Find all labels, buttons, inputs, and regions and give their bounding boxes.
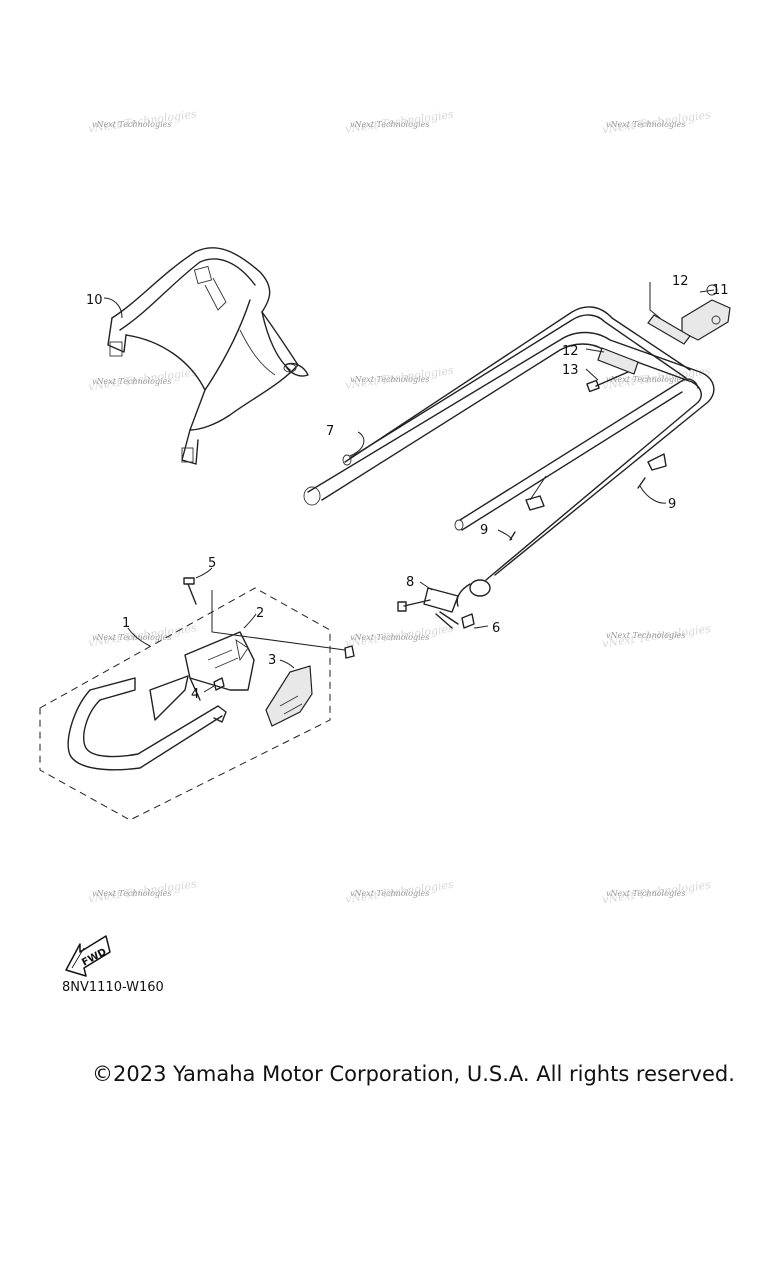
callout-5: 5	[208, 556, 216, 571]
callout-2: 2	[256, 606, 264, 621]
watermark: vNext Technologies vNext Technologies	[87, 621, 197, 649]
watermark: vNext Technologies vNext Technologies	[87, 877, 197, 905]
svg-text:vNext Technologies: vNext Technologies	[350, 633, 429, 642]
svg-text:vNext Technologies: vNext Technologies	[92, 633, 171, 642]
callout-6: 6	[492, 621, 500, 636]
svg-text:vNext Technologies: vNext Technologies	[92, 889, 171, 898]
svg-text:vNext Technologies: vNext Technologies	[92, 377, 171, 386]
watermark: vNext Technologies vNext Technologies	[601, 622, 711, 650]
part-10-bag	[107, 247, 309, 465]
svg-text:vNext Technologies: vNext Technologies	[606, 631, 685, 640]
svg-text:vNext Technologies: vNext Technologies	[350, 375, 429, 384]
svg-text:vNext Technologies: vNext Technologies	[606, 889, 685, 898]
callout-3: 3	[268, 653, 276, 668]
callout-13: 13	[562, 363, 579, 378]
diagram-code: 8NV1110-W160	[62, 980, 164, 995]
watermark: vNext Technologies vNext Technologies	[344, 108, 454, 136]
rail-assembly	[103, 282, 731, 629]
callout-4: 4	[191, 687, 199, 702]
callout-12-lower: 12	[562, 344, 579, 359]
callout-1: 1	[122, 616, 130, 631]
callout-7: 7	[326, 424, 334, 439]
callout-12-top: 12	[672, 274, 689, 289]
watermark: vNext Technologies vNext Technologies	[344, 364, 454, 392]
callouts: 1 2 3 4 5 6 7 8 9 9 10 11 12 12 13	[86, 274, 729, 702]
svg-text:vNext Technologies: vNext Technologies	[350, 120, 429, 129]
watermark: vNext Technologies vNext Technologies	[344, 878, 454, 906]
callout-9-middle: 9	[480, 523, 488, 538]
copyright-notice: ©2023 Yamaha Motor Corporation, U.S.A. A…	[92, 1062, 735, 1086]
watermarks: vNext Technologies vNext Technologies vN…	[87, 107, 711, 906]
svg-text:vNext Technologies: vNext Technologies	[92, 120, 171, 129]
callout-9-right: 9	[668, 497, 676, 512]
fwd-arrow-icon: FWD	[65, 935, 111, 977]
svg-text:vNext Technologies: vNext Technologies	[606, 375, 685, 384]
watermark: vNext Technologies vNext Technologies	[344, 622, 454, 650]
watermark: vNext Technologies vNext Technologies	[601, 878, 711, 906]
kit-1-assembly	[39, 567, 355, 821]
callout-11: 11	[712, 283, 729, 298]
watermark: vNext Technologies vNext Technologies	[87, 107, 197, 135]
watermark: vNext Technologies vNext Technologies	[601, 108, 711, 136]
callout-10: 10	[86, 293, 103, 308]
callout-8: 8	[406, 575, 414, 590]
watermark: vNext Technologies vNext Technologies	[87, 365, 197, 393]
svg-text:vNext Technologies: vNext Technologies	[350, 889, 429, 898]
svg-text:vNext Technologies: vNext Technologies	[606, 120, 685, 129]
